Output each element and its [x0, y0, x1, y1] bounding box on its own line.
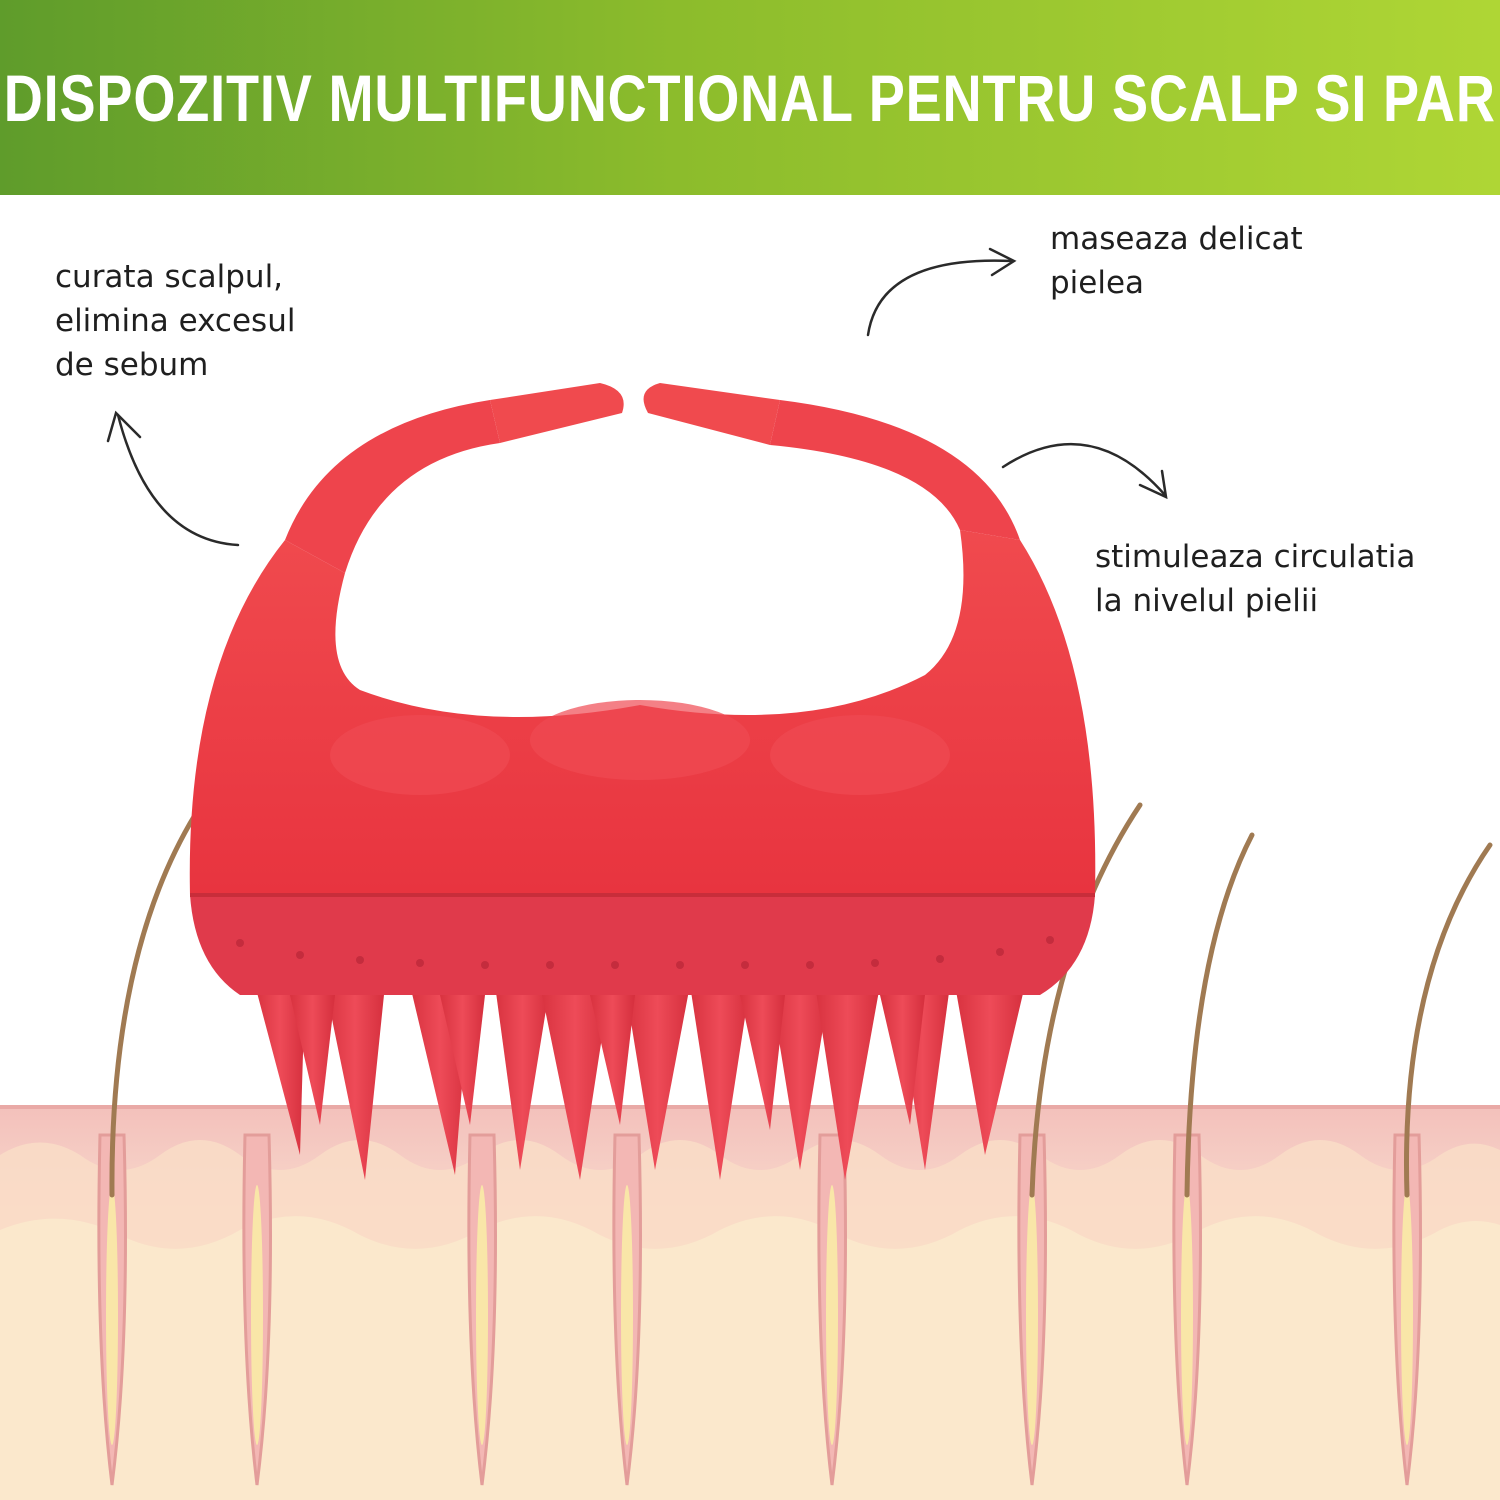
callout-cleans-scalp: curata scalpul, elimina excesul de sebum: [55, 259, 296, 383]
header-banner: DISPOZITIV MULTIFUNCTIONAL PENTRU SCALP …: [0, 0, 1500, 195]
product-scene: curata scalpul, elimina excesul de sebum…: [0, 195, 1500, 1500]
page-title: DISPOZITIV MULTIFUNCTIONAL PENTRU SCALP …: [4, 60, 1496, 135]
curved-arrow-icon: [866, 247, 1017, 337]
curved-arrow-icon: [106, 410, 240, 547]
curved-arrow-icon: [1001, 442, 1168, 500]
callout-stimulates-circulation: stimuleaza circulatia la nivelul pielii: [1095, 539, 1416, 619]
illustration: [0, 247, 1500, 1500]
skin-hair-illustration: [0, 802, 1500, 1500]
scalp-brush-illustration: [189, 383, 1096, 1180]
callout-massages-skin: maseaza delicat pielea: [1050, 221, 1303, 301]
